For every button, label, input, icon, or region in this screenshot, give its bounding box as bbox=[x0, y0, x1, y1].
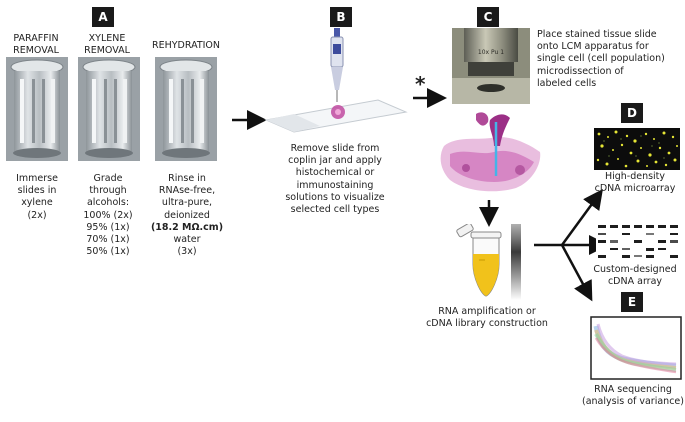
step-caption-rinse: Rinse in RNAse-free, ultra-pure, deioniz… bbox=[150, 173, 224, 258]
panel-e-badge: E bbox=[621, 292, 643, 312]
step-header-xylene-removal: XYLENE REMOVAL bbox=[84, 33, 130, 56]
coplin-jar-2 bbox=[78, 57, 140, 161]
arrow-to-sequencing bbox=[560, 244, 593, 302]
rna-tube-image bbox=[456, 224, 521, 300]
rna-seq-plot-image bbox=[590, 316, 682, 380]
stained-tissue-image bbox=[440, 112, 541, 192]
pipette-icon bbox=[330, 28, 344, 102]
panel-b-badge: B bbox=[330, 7, 352, 27]
custom-array-image bbox=[596, 222, 680, 262]
microarray-caption: High-density cDNA microarray bbox=[594, 171, 676, 195]
coplin-jar-3 bbox=[155, 57, 217, 161]
arrow-to-microarray bbox=[560, 188, 603, 246]
step-caption-alcohols: Grade through alcohols: 100% (2x) 95% (1… bbox=[83, 173, 133, 258]
lcm-microscope-image: 10x Pu 1 bbox=[452, 28, 530, 104]
asterisk-mark: * bbox=[415, 72, 426, 96]
step-caption-xylene: Immerse slides in xylene (2x) bbox=[16, 173, 58, 221]
lens-label: 10x Pu 1 bbox=[478, 49, 504, 56]
coplin-jar-images bbox=[6, 57, 217, 161]
rna-caption: RNA amplification or cDNA library constr… bbox=[426, 306, 548, 330]
glass-slide bbox=[264, 99, 408, 133]
panel-d-badge: D bbox=[621, 103, 643, 123]
microarray-image bbox=[594, 128, 680, 170]
panel-b-caption: Remove slide from coplin jar and apply h… bbox=[285, 143, 385, 216]
panel-c-badge: C bbox=[477, 7, 499, 27]
microcentrifuge-tube bbox=[456, 224, 502, 297]
panel-c-caption: Place stained tissue slide onto LCM appa… bbox=[537, 29, 665, 89]
step-header-paraffin-removal: PARAFFIN REMOVAL bbox=[13, 33, 59, 56]
step-header-rehydration: REHYDRATION bbox=[151, 40, 221, 51]
panel-a-badge: A bbox=[92, 7, 114, 27]
rna-seq-caption: RNA sequencing (analysis of variance) bbox=[582, 384, 684, 408]
custom-array-caption: Custom-designed cDNA array bbox=[593, 264, 677, 288]
gel-lane bbox=[511, 224, 521, 300]
coplin-jar-1 bbox=[6, 57, 68, 161]
slide-pipette-image bbox=[264, 28, 408, 133]
